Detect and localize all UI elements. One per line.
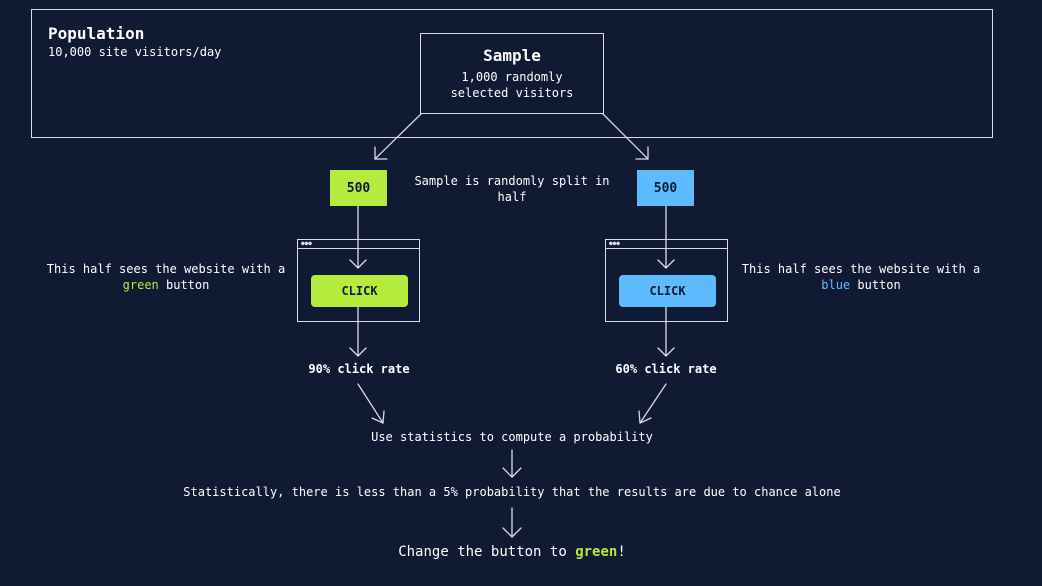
left-website-mockup: ●●● CLICK [297,239,420,322]
conclusion-text: Change the button to [398,544,576,560]
rate-left-to-stats-arrow [357,383,384,424]
left-variant-note: This half sees the website with a green … [46,261,286,293]
left-note-text: This half sees the website with a [46,262,286,276]
window-dots-icon: ●●● [609,240,620,247]
left-note-color-word: green [122,278,159,292]
conclusion: Change the button to green! [0,544,1024,560]
left-browser-bar: ●●● [298,240,419,249]
right-website-mockup: ●●● CLICK [605,239,728,322]
left-group-count: 500 [330,170,387,206]
arrowhead-right-split [635,146,649,160]
population-subtitle: 10,000 site visitors/day [48,45,222,59]
blue-click-button[interactable]: CLICK [619,275,716,307]
left-click-rate: 90% click rate [308,362,410,376]
sample-description: 1,000 randomly selected visitors [450,70,574,100]
sample-box: Sample 1,000 randomly selected visitors [420,33,604,114]
sample-title: Sample [483,46,541,65]
split-note: Sample is randomly split in half [414,174,610,204]
right-group-count: 500 [637,170,694,206]
right-click-rate: 60% click rate [615,362,717,376]
arrowhead-left-split [374,146,388,160]
right-note-suffix: button [850,278,901,292]
window-dots-icon: ●●● [301,240,312,247]
right-browser-bar: ●●● [606,240,727,249]
statistical-result-step: Statistically, there is less than a 5% p… [183,485,841,499]
compute-probability-step: Use statistics to compute a probability [371,430,653,444]
conclusion-suffix: ! [617,544,626,560]
conclusion-color-word: green [575,544,618,560]
population-title: Population [48,24,145,43]
left-note-suffix: button [158,278,210,292]
right-note-text: This half sees the website with a [741,262,981,276]
right-variant-note: This half sees the website with a blue b… [741,261,981,293]
right-note-color-word: blue [821,278,851,292]
population-box [31,9,993,138]
rate-right-to-stats-arrow [639,383,667,424]
green-click-button[interactable]: CLICK [311,275,408,307]
